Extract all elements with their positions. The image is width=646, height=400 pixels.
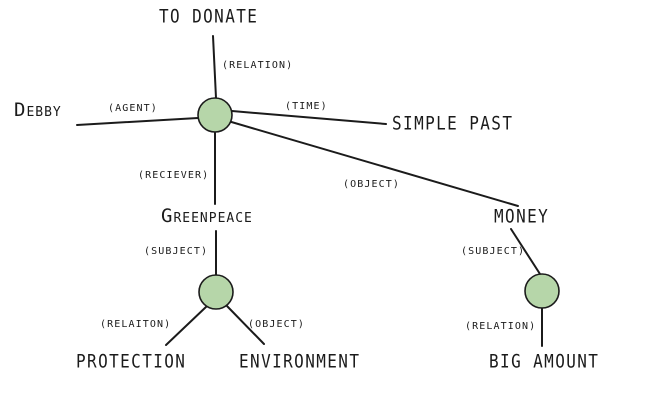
edge-label-subject-money: (SUBJECT) xyxy=(461,246,526,257)
edge-object-money xyxy=(227,120,519,207)
edge-label-relation-top: (RELATION) xyxy=(222,60,294,71)
edge-object-environment xyxy=(225,304,265,345)
edge-label-agent: (AGENT) xyxy=(108,103,158,114)
label-protection: PROTECTION xyxy=(76,349,187,373)
node-group xyxy=(197,97,560,310)
label-environment: ENVIRONMENT xyxy=(239,349,361,373)
edge-group xyxy=(76,35,543,347)
edge-relaiton-protection xyxy=(165,305,208,346)
edge-subject-money-subnode xyxy=(510,228,541,275)
label-to-donate: TO DONATE xyxy=(159,4,259,28)
node-money-subnode xyxy=(524,273,560,309)
edge-relation-to-donate xyxy=(212,35,217,99)
label-money: MONEY xyxy=(494,204,550,228)
edge-label-object-main: (OBJECT) xyxy=(343,179,400,190)
edge-agent-debby xyxy=(76,117,199,126)
label-debby: Debby xyxy=(14,99,62,121)
node-main-event xyxy=(197,97,233,133)
edge-label-subject-greenpeace: (SUBJECT) xyxy=(144,246,209,257)
label-greenpeace: Greenpeace xyxy=(161,205,253,227)
label-big-amount: BIG AMOUNT xyxy=(489,349,600,373)
edge-time-simple-past xyxy=(231,110,387,125)
edge-label-time: (TIME) xyxy=(285,101,328,112)
edge-label-relation-big-amount: (RELATION) xyxy=(465,321,537,332)
edge-label-reciever: (RECIEVER) xyxy=(138,170,210,181)
label-simple-past: SIMPLE PAST xyxy=(392,111,514,135)
edge-label-relaiton: (RELAITON) xyxy=(100,319,172,330)
edge-label-object-environment: (OBJECT) xyxy=(248,319,305,330)
node-greenpeace-subnode xyxy=(198,274,234,310)
